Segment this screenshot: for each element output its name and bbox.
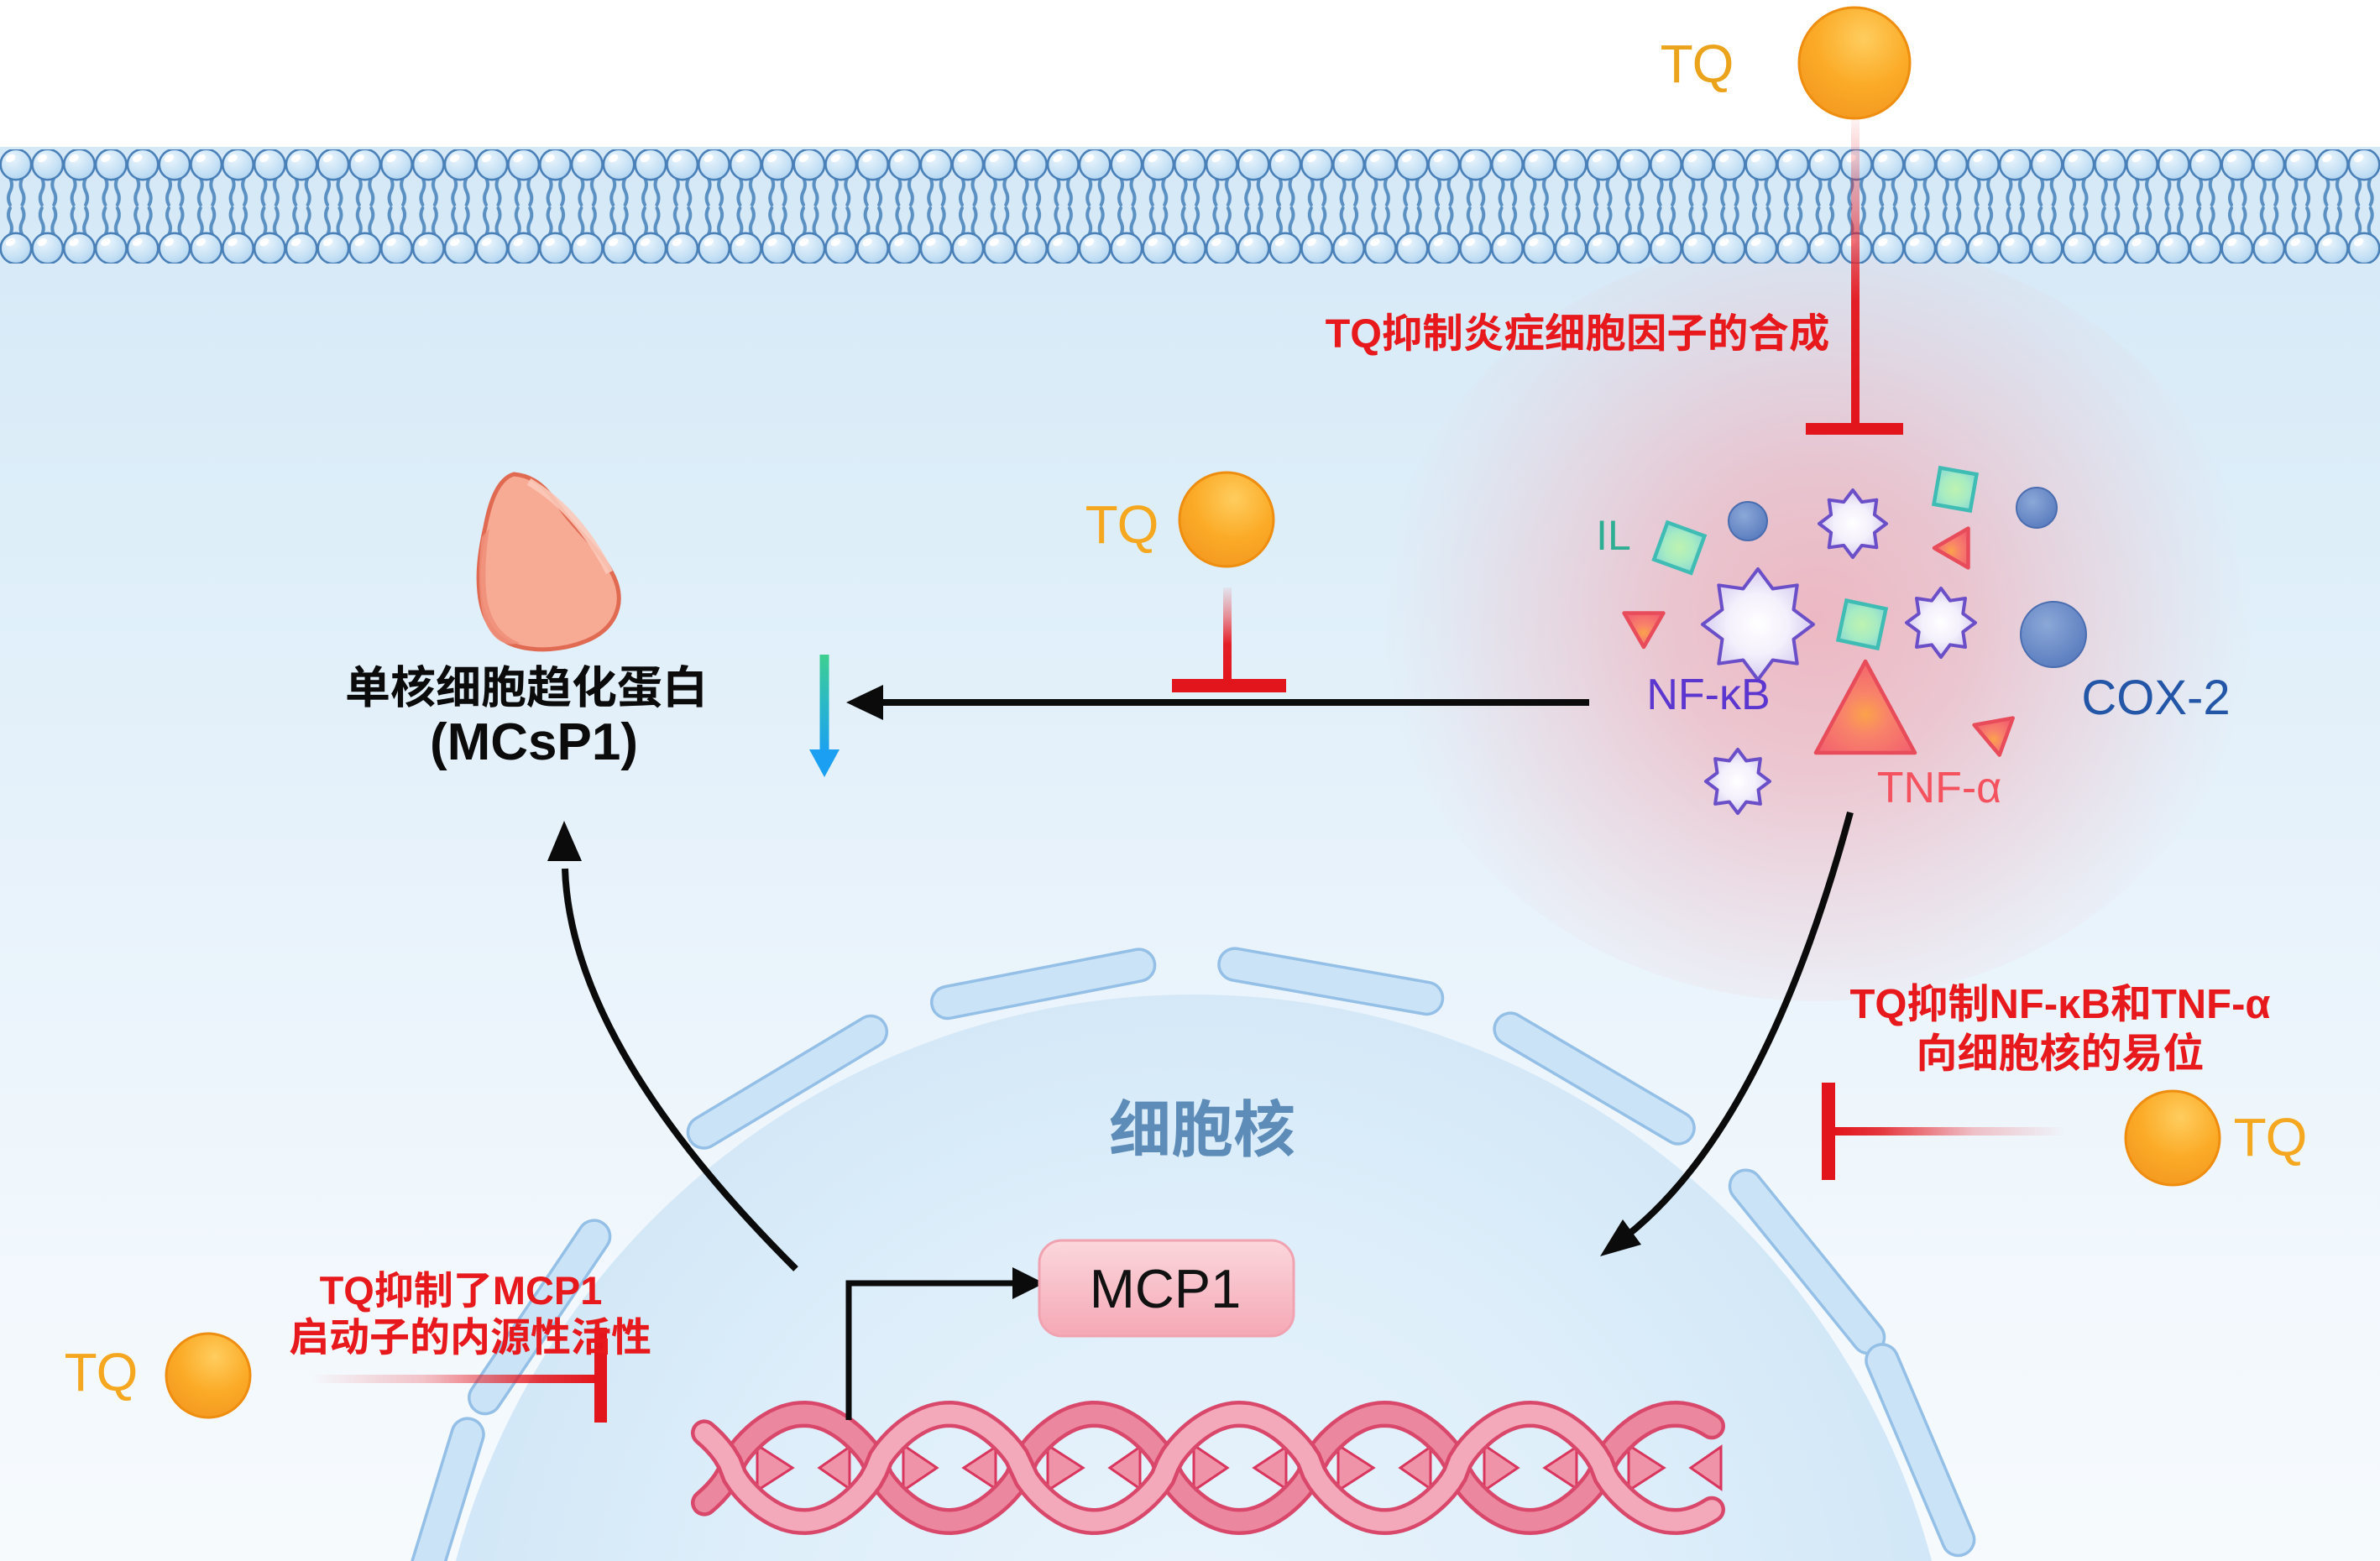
svg-text:向细胞核的易位: 向细胞核的易位 bbox=[1916, 1031, 2204, 1077]
svg-text:TQ抑制了MCP1: TQ抑制了MCP1 bbox=[320, 1268, 603, 1313]
svg-text:MCP1: MCP1 bbox=[1090, 1258, 1242, 1319]
svg-text:TQ: TQ bbox=[2234, 1107, 2307, 1167]
svg-text:TNF-α: TNF-α bbox=[1877, 764, 2001, 812]
svg-text:TQ: TQ bbox=[1085, 494, 1159, 555]
svg-text:IL: IL bbox=[1596, 512, 1631, 559]
svg-text:NF-κB: NF-κB bbox=[1646, 671, 1770, 719]
svg-text:TQ: TQ bbox=[65, 1342, 138, 1402]
svg-text:(MCsP1): (MCsP1) bbox=[430, 713, 638, 771]
svg-text:TQ: TQ bbox=[1661, 34, 1734, 94]
svg-text:启动子的内源性活性: 启动子的内源性活性 bbox=[289, 1316, 651, 1360]
svg-text:单核细胞趋化蛋白: 单核细胞趋化蛋白 bbox=[345, 663, 708, 713]
svg-text:COX-2: COX-2 bbox=[2081, 671, 2230, 725]
svg-text:TQ抑制炎症细胞因子的合成: TQ抑制炎症细胞因子的合成 bbox=[1326, 311, 1830, 357]
svg-text:细胞核: 细胞核 bbox=[1109, 1095, 1295, 1165]
svg-text:TQ抑制NF-κB和TNF-α: TQ抑制NF-κB和TNF-α bbox=[1849, 982, 2270, 1027]
